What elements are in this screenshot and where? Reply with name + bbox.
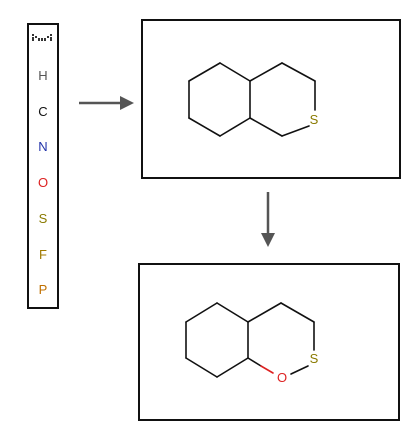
element-button-h[interactable]: H <box>38 68 48 83</box>
molecule-frame-2: O S <box>138 263 400 421</box>
molecule-2-bonds <box>185 302 315 378</box>
element-button-n[interactable]: N <box>38 139 48 154</box>
molecule-2-ring-oxygen-bond <box>247 357 274 374</box>
benzene-ring-icon[interactable] <box>31 31 55 45</box>
arrow-down <box>261 192 275 247</box>
element-button-c[interactable]: C <box>38 104 48 119</box>
element-button-p[interactable]: P <box>38 282 48 297</box>
element-button-f[interactable]: F <box>39 247 47 262</box>
molecule-1-structure: S <box>188 62 319 137</box>
element-button-o[interactable]: O <box>37 175 49 190</box>
element-palette: H C N O S F P <box>27 23 59 309</box>
element-button-s[interactable]: S <box>38 211 48 226</box>
molecule-1-bonds <box>188 62 316 137</box>
arrow-right <box>79 96 134 110</box>
atom-label-o: O <box>277 370 287 385</box>
molecule-frame-1: S <box>141 19 401 179</box>
molecule-2-structure: O S <box>185 302 319 385</box>
atom-label-s: S <box>310 112 319 127</box>
atom-label-s: S <box>310 351 319 366</box>
